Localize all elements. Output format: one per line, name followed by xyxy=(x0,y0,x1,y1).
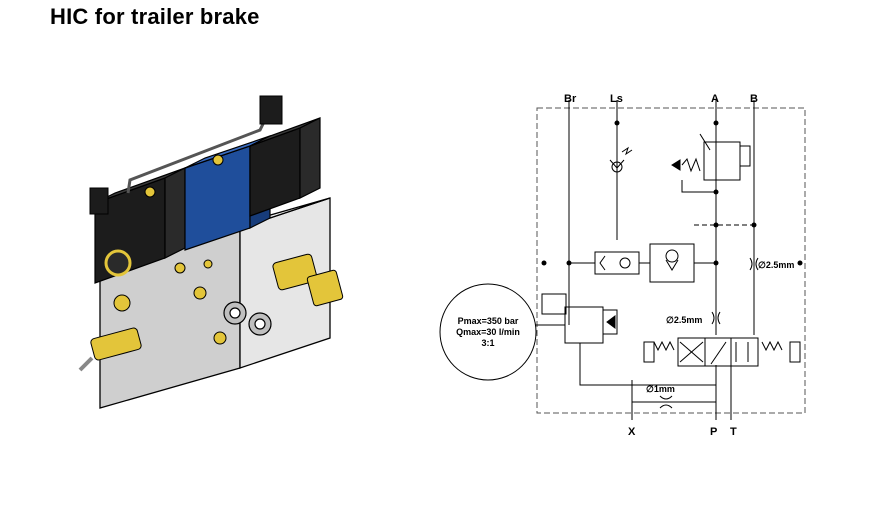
port-label-x: X xyxy=(628,426,636,438)
pressure-stem xyxy=(78,356,94,372)
hydraulic-schematic: Br Ls A B X P T ∅2.5mm ∅2.5mm ∅1mm Pmax=… xyxy=(439,93,806,438)
callout-bubble xyxy=(439,283,537,381)
callout-qmax: Qmax=30 l/min xyxy=(456,327,520,337)
brass-fittings xyxy=(90,253,344,361)
callout-pmax: Pmax=350 bar xyxy=(458,316,519,326)
orifice-label-x: ∅1mm xyxy=(646,384,675,394)
port-label-t: T xyxy=(730,426,737,438)
port-label-ls: Ls xyxy=(610,93,623,105)
callout-ratio: 3:1 xyxy=(481,338,494,348)
page-title: HIC for trailer brake xyxy=(50,4,260,29)
port-holes xyxy=(223,301,272,336)
port-label-a: A xyxy=(711,93,719,105)
solenoid-coil-right xyxy=(249,117,321,217)
port-label-b: B xyxy=(750,93,758,105)
boundary-frame xyxy=(536,107,806,414)
port-label-p: P xyxy=(710,426,717,438)
connector-cable xyxy=(89,95,283,215)
orifice-label-a: ∅2.5mm xyxy=(666,315,702,325)
orifice-label-b: ∅2.5mm xyxy=(758,260,794,270)
junction-dots xyxy=(541,120,803,266)
port-label-br: Br xyxy=(564,93,577,105)
manifold-block xyxy=(99,197,331,409)
valve-block-render xyxy=(78,95,344,409)
